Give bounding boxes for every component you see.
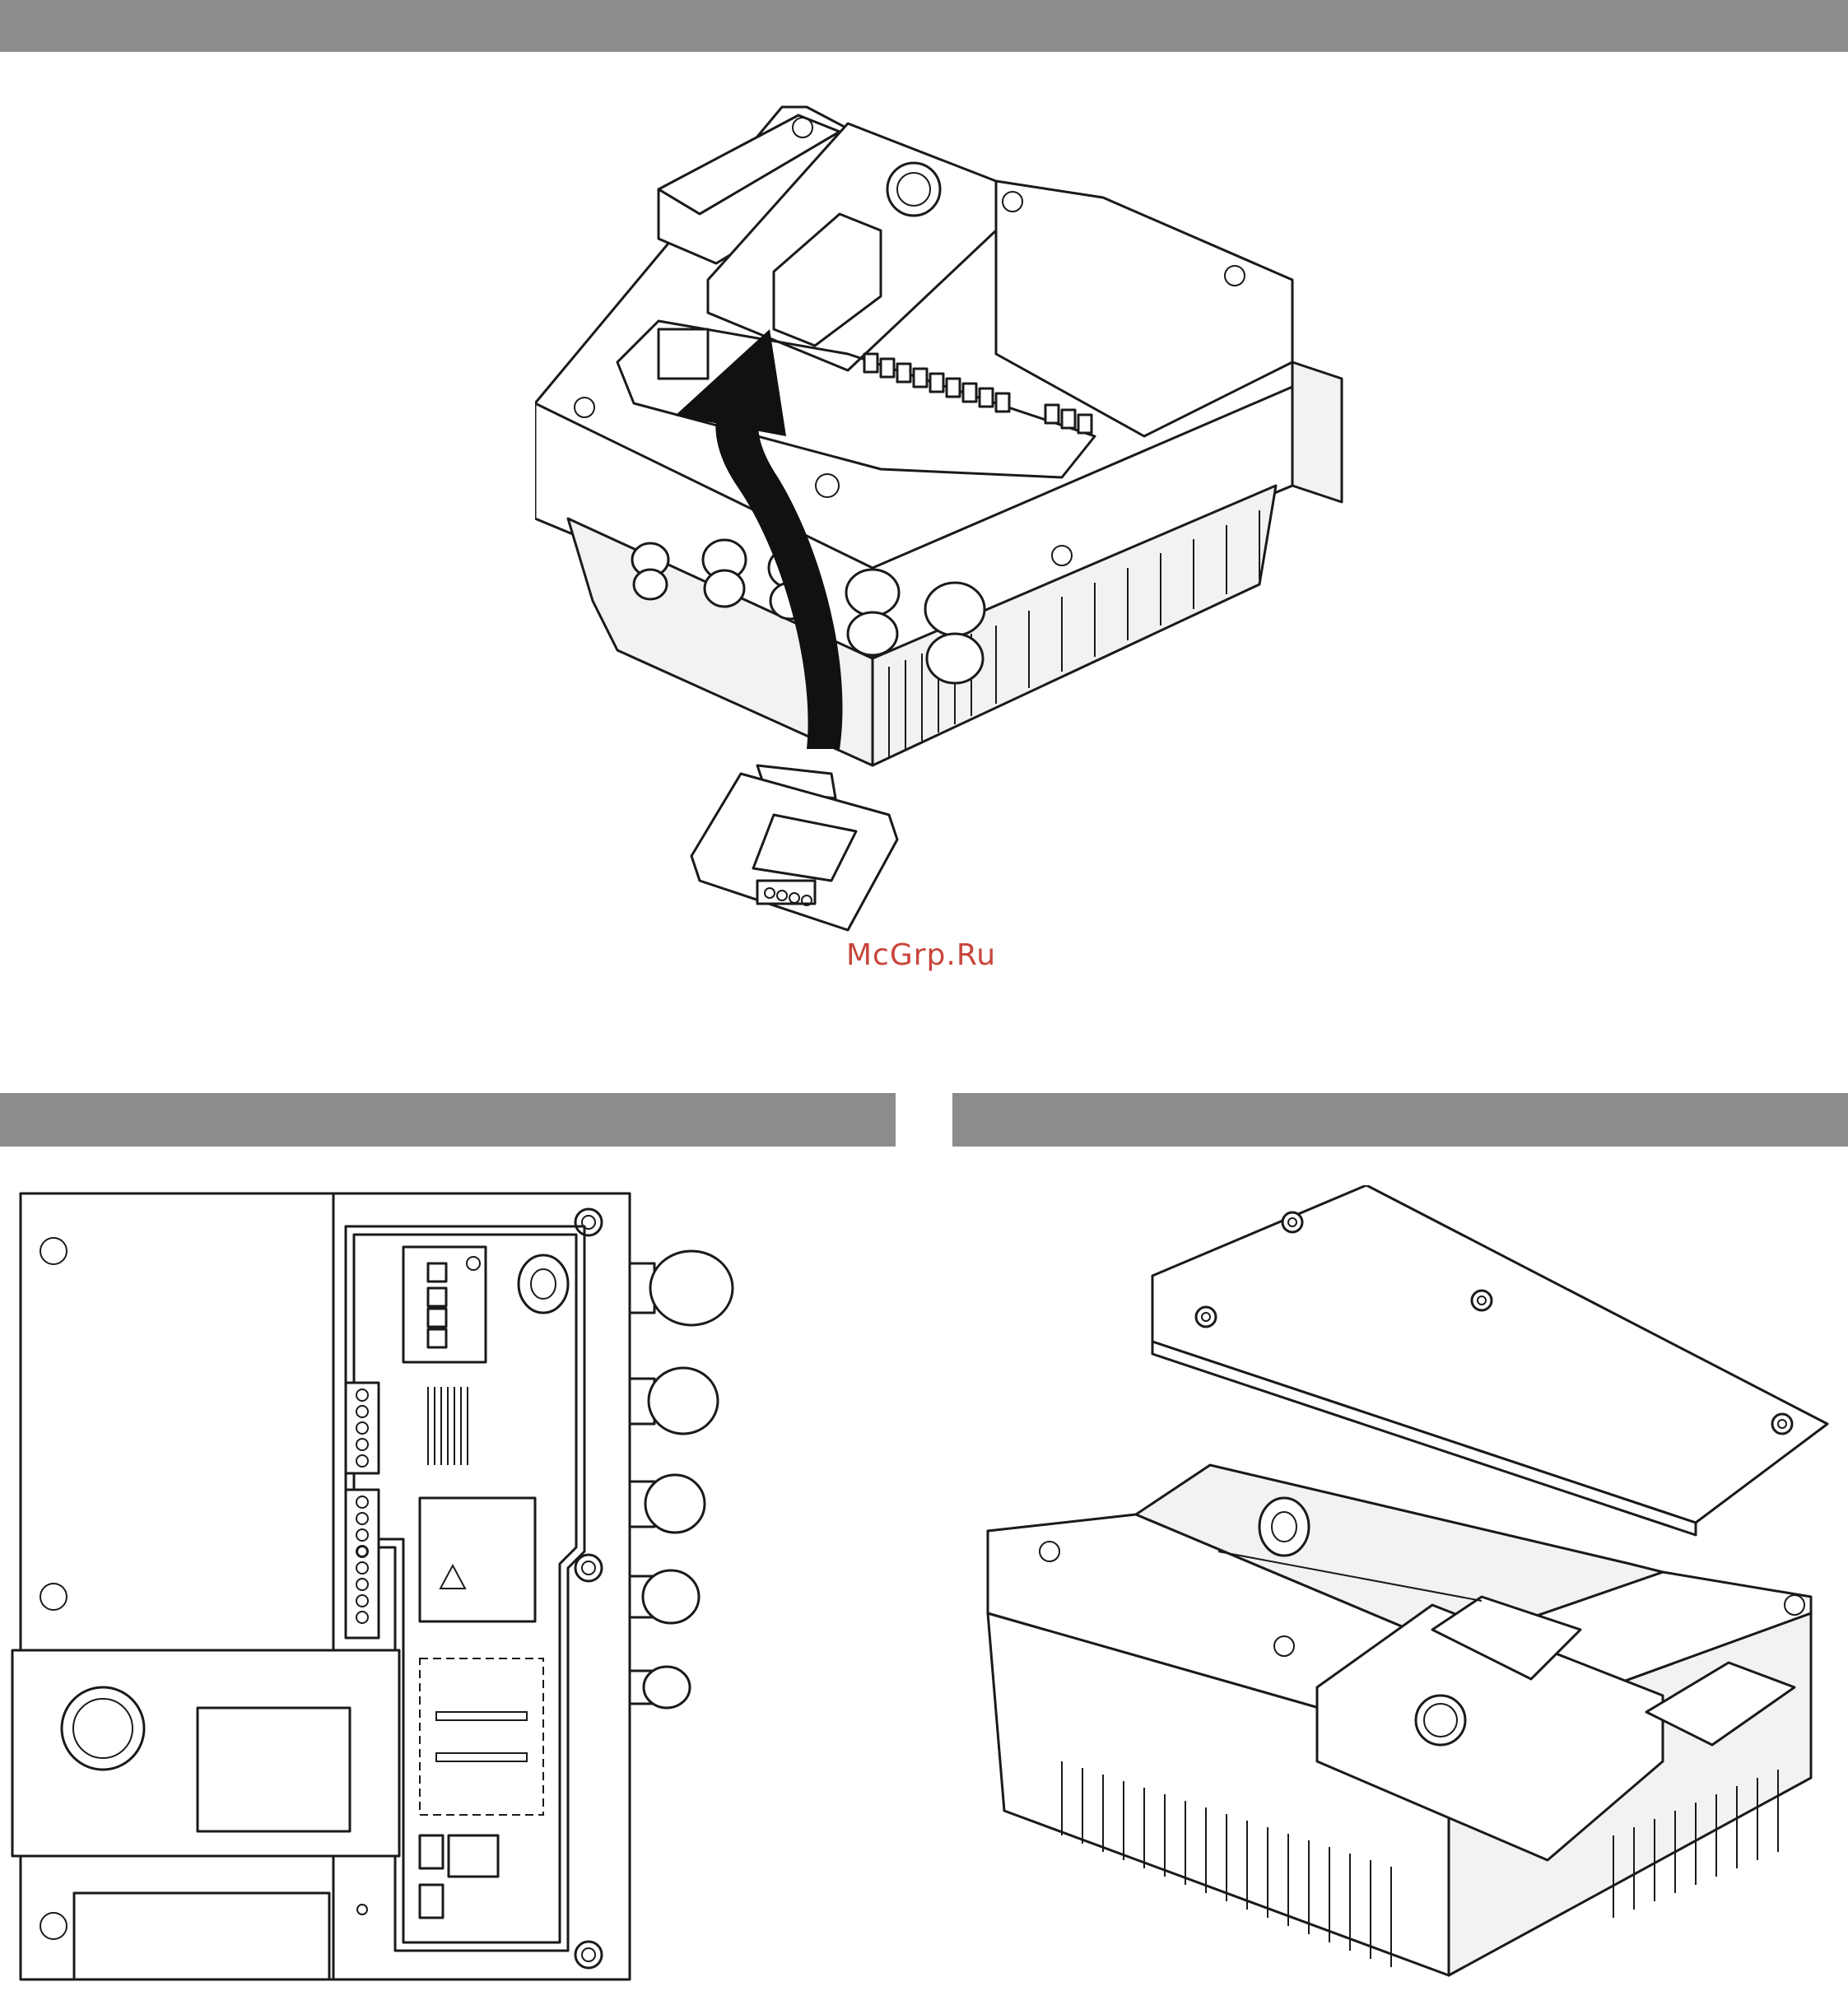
illustration-insert-display-module [535, 91, 1358, 963]
display-module-icon [691, 765, 897, 930]
section-header-bar-right [952, 1093, 1848, 1147]
front-view-open-icon [8, 1185, 749, 1988]
section-header-bar-left [0, 1093, 896, 1147]
section-header-bar-top [0, 0, 1848, 52]
watermark-text: McGrp.Ru [846, 938, 996, 972]
control-module-icon [535, 91, 1358, 963]
illustration-lid-removal [971, 1185, 1844, 1988]
illustration-front-view-open [8, 1185, 749, 1988]
lid-removal-icon [971, 1185, 1844, 1988]
